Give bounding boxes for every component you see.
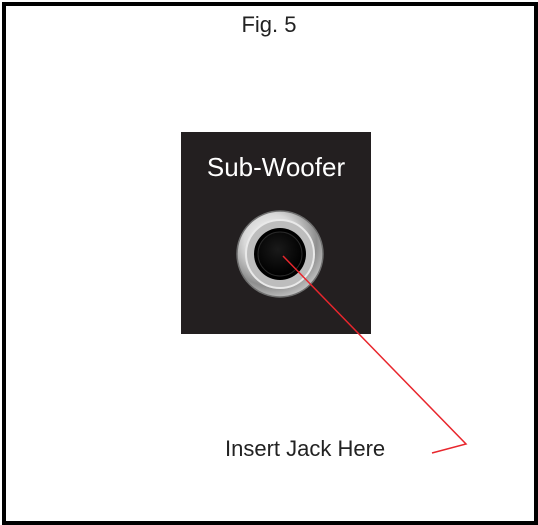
callout-label: Insert Jack Here xyxy=(225,436,386,461)
callout-leader-line xyxy=(282,255,468,454)
figure-caption: Fig. 5 xyxy=(241,12,297,37)
panel-label: Sub-Woofer xyxy=(206,152,346,182)
